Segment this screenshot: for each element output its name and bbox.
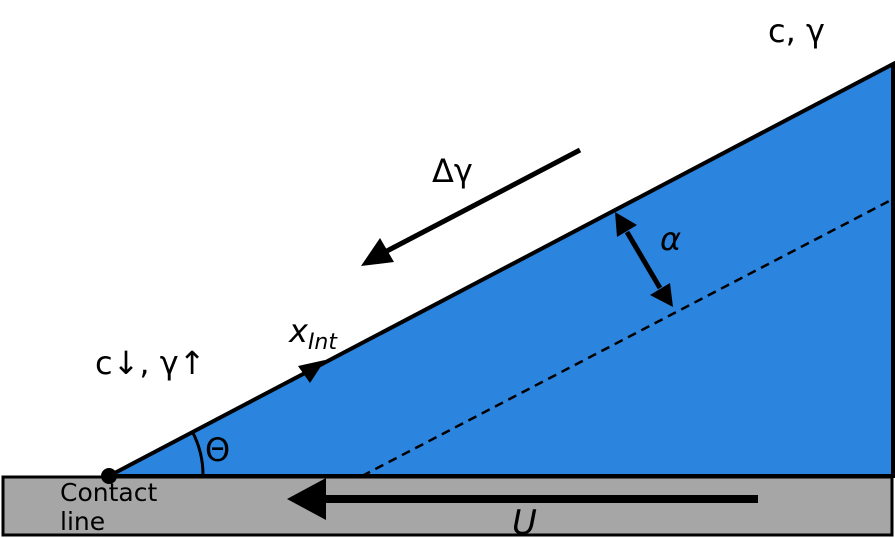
label-interface-coord-sub: Int (308, 330, 338, 355)
label-interface-coord: xInt (288, 312, 338, 355)
label-contact-angle: Θ (205, 431, 230, 469)
gradient-arrow-icon (361, 238, 394, 266)
label-alpha: α (660, 220, 681, 258)
liquid-wedge (108, 60, 895, 478)
gradient-arrow-shaft (383, 147, 582, 255)
alpha-arrow-shaft (624, 230, 663, 290)
velocity-arrow-icon (287, 478, 326, 520)
alpha-arrowhead-top-icon (615, 212, 637, 237)
contact-line-dot (101, 468, 117, 484)
label-top-right: c, γ (768, 12, 825, 50)
dashed-line (361, 197, 894, 478)
xint-arrow-icon (298, 360, 325, 383)
substrate (1, 475, 894, 537)
alpha-arrowhead-bottom-icon (650, 283, 673, 307)
label-contact-line-1: Contact (60, 478, 157, 507)
theta-arc (190, 430, 205, 477)
label-left-condition: c↓, γ↑ (95, 344, 206, 382)
label-contact-line-2: line (60, 507, 105, 536)
label-interface-coord-main: x (288, 312, 309, 350)
label-velocity: U (512, 503, 537, 538)
label-gradient: Δγ (432, 152, 473, 190)
